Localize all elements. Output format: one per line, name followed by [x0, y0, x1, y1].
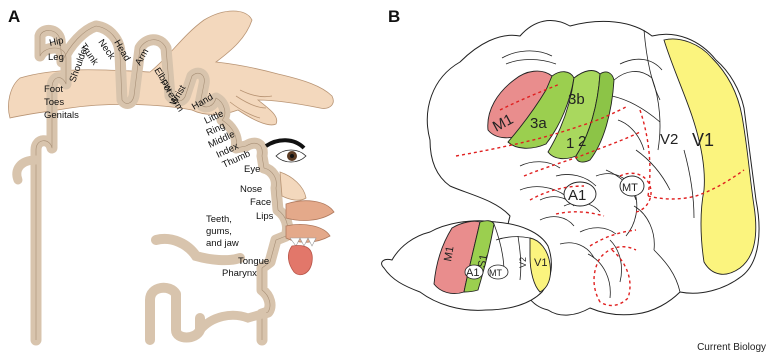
panel-a-letter: A: [8, 7, 20, 26]
label-pharynx: Pharynx: [222, 268, 257, 279]
label-mt-small: MT: [489, 268, 502, 278]
label-jaw: and jaw: [206, 238, 239, 249]
panel-b-letter: B: [388, 7, 400, 26]
label-a1-large: A1: [568, 187, 586, 204]
label-area-2: 2: [578, 133, 586, 150]
label-a1-small: A1: [466, 267, 479, 279]
label-gums: gums,: [206, 226, 232, 237]
journal-credit: Current Biology: [697, 342, 766, 353]
label-nose: Nose: [240, 184, 262, 195]
label-genitals: Genitals: [44, 110, 79, 121]
label-v2-small: V2: [518, 257, 528, 268]
label-v1-small: V1: [534, 257, 547, 269]
label-tongue: Tongue: [238, 256, 269, 267]
label-teeth: Teeth,: [206, 214, 232, 225]
label-foot: Foot: [44, 84, 63, 95]
label-3b: 3b: [568, 91, 585, 108]
panel-b: B: [382, 7, 759, 315]
label-area-1: 1: [566, 135, 574, 152]
label-toes: Toes: [44, 97, 64, 108]
label-eye: Eye: [244, 164, 260, 175]
label-mt-large: MT: [622, 182, 638, 194]
label-v2-large: V2: [660, 131, 678, 148]
label-face: Face: [250, 197, 271, 208]
label-leg: Leg: [48, 52, 64, 63]
label-3a: 3a: [530, 115, 547, 132]
label-lips: Lips: [256, 211, 274, 222]
panel-a: A Hip Leg Trunk: [8, 7, 334, 340]
label-v1-large: V1: [692, 130, 714, 150]
